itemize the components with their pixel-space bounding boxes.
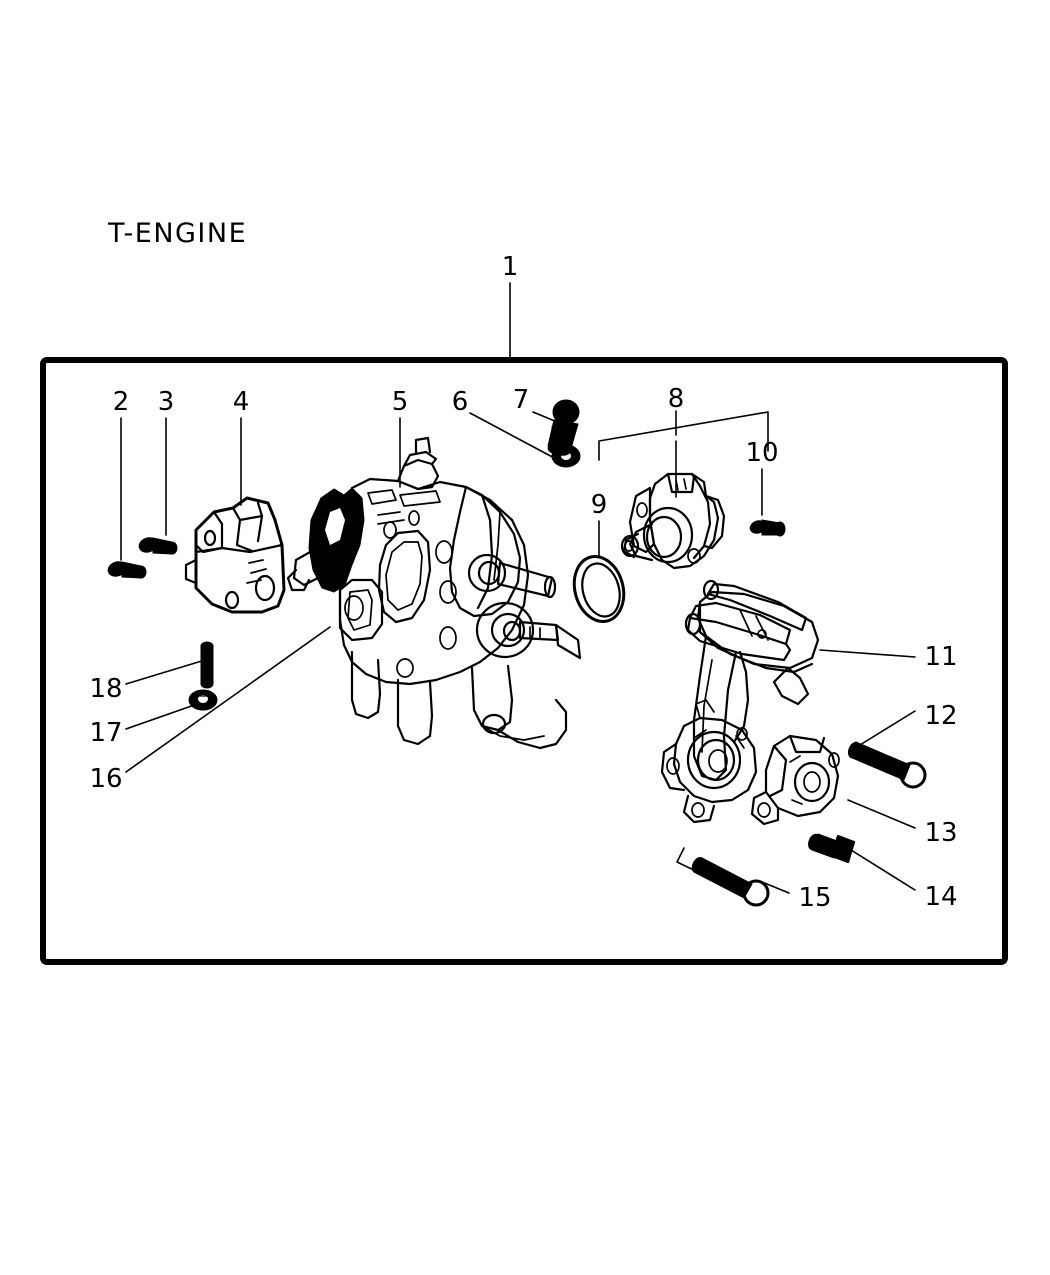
callout-15: 15 — [798, 883, 832, 913]
callout-10: 10 — [745, 438, 779, 468]
callout-9: 9 — [590, 490, 608, 520]
callout-13: 13 — [924, 818, 958, 848]
callout-14: 14 — [924, 882, 958, 912]
callout-11: 11 — [924, 642, 958, 672]
callout-5: 5 — [391, 387, 409, 417]
callout-1: 1 — [501, 252, 519, 282]
callout-17: 17 — [89, 718, 123, 748]
assembly-group-box — [40, 357, 1008, 965]
callout-16: 16 — [89, 764, 123, 794]
callout-4: 4 — [232, 387, 250, 417]
callout-12: 12 — [924, 701, 958, 731]
callout-3: 3 — [157, 387, 175, 417]
callout-6: 6 — [451, 387, 469, 417]
callout-8: 8 — [667, 384, 685, 414]
callout-7: 7 — [512, 385, 530, 415]
callout-18: 18 — [89, 674, 123, 704]
page-title: T-ENGINE — [108, 218, 248, 249]
callout-2: 2 — [112, 387, 130, 417]
